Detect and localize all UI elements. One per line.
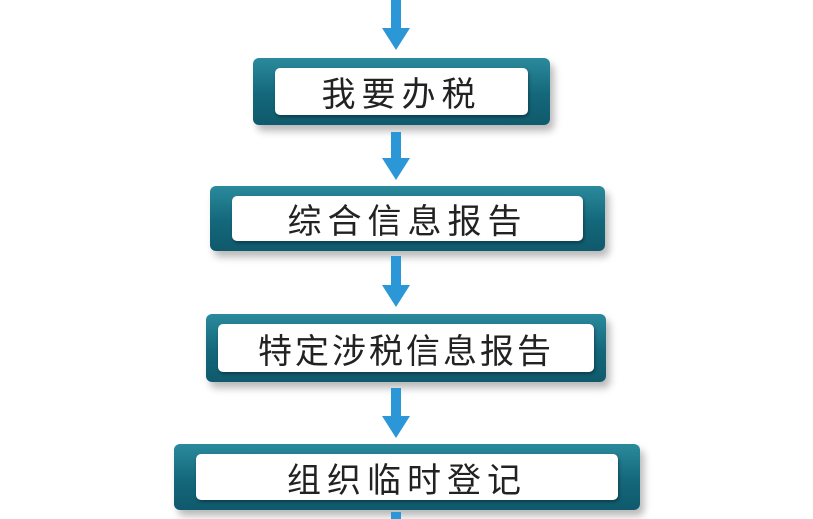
down-arrow-icon (391, 512, 401, 519)
step-label: 组织临时登记 (196, 454, 618, 500)
step-box-4: 组织临时登记 (174, 444, 640, 510)
down-arrow-icon (382, 132, 410, 180)
down-arrow-icon (382, 256, 410, 307)
step-label: 特定涉税信息报告 (218, 324, 594, 372)
step-box-1: 我要办税 (253, 58, 550, 125)
down-arrow-icon (382, 388, 410, 438)
step-label: 我要办税 (275, 68, 528, 115)
step-box-3: 特定涉税信息报告 (206, 314, 606, 382)
step-label: 综合信息报告 (232, 196, 583, 241)
down-arrow-icon (382, 0, 410, 50)
step-box-2: 综合信息报告 (210, 186, 605, 251)
